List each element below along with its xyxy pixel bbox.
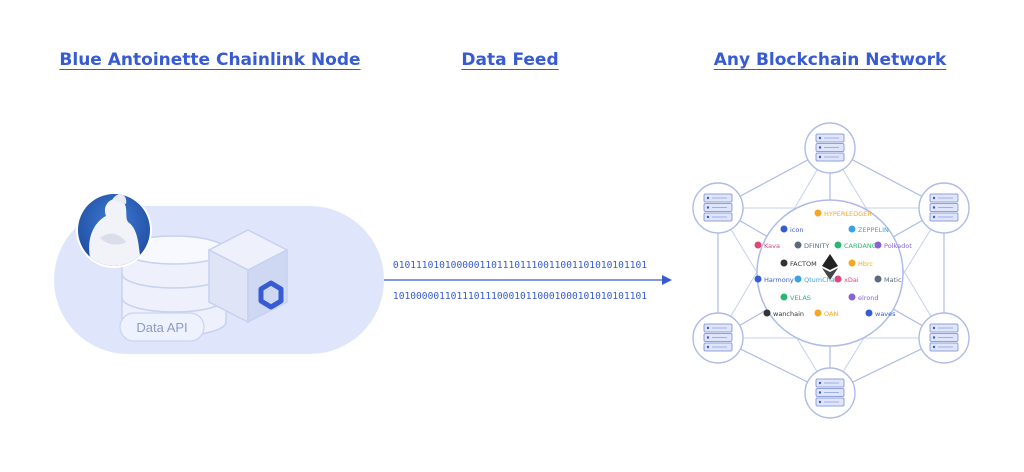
logo-mark-icon: [834, 275, 842, 283]
blockchain-logo-label: elrond: [858, 294, 879, 302]
server-led-icon: [818, 400, 822, 404]
data-api-label: Data API: [119, 312, 205, 342]
blockchain-logo-label: xDai: [844, 276, 859, 284]
logo-mark-icon: [814, 309, 822, 317]
server-node-6: [804, 367, 856, 419]
server-node-5: [918, 312, 970, 364]
blockchain-logo-label: icon: [790, 226, 803, 234]
ethereum-icon: [822, 254, 838, 270]
blockchain-logo-label: DFINITY: [804, 242, 829, 250]
avatar: [76, 192, 152, 268]
blockchain-logo-label: QtumChain: [804, 276, 841, 284]
logo-mark-icon: [848, 259, 856, 267]
logo-mark-icon: [814, 209, 822, 217]
server-led-icon: [932, 215, 936, 219]
server-node-2: [692, 182, 744, 234]
server-node-4: [692, 312, 744, 364]
server-led-icon: [706, 336, 710, 339]
blockchain-logo-label: Polkadot: [884, 242, 912, 250]
blockchain-logo-label: Kava: [764, 242, 780, 250]
blockchain-logo-label: CARDANO: [844, 242, 877, 250]
server-led-icon: [932, 326, 936, 330]
blockchain-logo-label: Harmony: [764, 276, 794, 284]
server-led-icon: [932, 206, 936, 209]
logo-mark-icon: [780, 293, 788, 301]
chainlink-node-heading[interactable]: Blue Antoinette Chainlink Node: [59, 50, 361, 70]
server-led-icon: [818, 146, 822, 149]
blockchain-network-heading[interactable]: Any Blockchain Network: [713, 50, 947, 70]
server-led-icon: [818, 155, 822, 159]
server-led-icon: [706, 326, 710, 330]
chainlink-cube-icon: [207, 229, 289, 324]
feed-arrow-head-icon: [662, 275, 672, 285]
server-led-icon: [932, 345, 936, 349]
blockchain-logo-label: FACTOM: [790, 260, 817, 268]
logo-mark-icon: [780, 259, 788, 267]
data-api-text: Data API: [136, 320, 187, 335]
server-led-icon: [932, 336, 936, 339]
blockchain-logo-label: Hbrc: [858, 260, 874, 268]
server-node-1: [804, 122, 856, 174]
ethereum-icon-lower: [822, 268, 838, 280]
logo-mark-icon: [848, 293, 856, 301]
logo-mark-icon: [874, 241, 882, 249]
blockchain-logo-label: ZEPPELIN: [858, 226, 889, 234]
server-led-icon: [818, 391, 822, 394]
logo-mark-icon: [754, 241, 762, 249]
blockchain-logo-label: OAN: [824, 310, 838, 318]
server-led-icon: [706, 345, 710, 349]
blockchain-logo-label: VELAS: [790, 294, 811, 302]
logo-mark-icon: [874, 275, 882, 283]
server-led-icon: [818, 381, 822, 385]
blockchain-network: HYPERLEDGER icon ZEPPELIN Kava DFINITY CARDAN…: [692, 122, 970, 419]
blockchain-logo-label: waves: [875, 310, 896, 318]
logo-mark-icon: [834, 241, 842, 249]
server-led-icon: [706, 196, 710, 200]
binary-line-2: 1010000011011101110001011000100010101010…: [393, 291, 647, 302]
logo-mark-icon: [794, 275, 802, 283]
server-led-icon: [706, 206, 710, 209]
server-led-icon: [706, 215, 710, 219]
logo-mark-icon: [754, 275, 762, 283]
data-feed-heading[interactable]: Data Feed: [461, 50, 559, 70]
binary-line-1: 0101110101000001101110111001100110101010…: [393, 260, 647, 271]
logo-mark-icon: [848, 225, 856, 233]
chainlink-logo-icon: [258, 280, 284, 310]
logo-mark-icon: [780, 225, 788, 233]
server-node-3: [918, 182, 970, 234]
logo-mark-icon: [794, 241, 802, 249]
server-led-icon: [932, 196, 936, 200]
server-led-icon: [818, 136, 822, 140]
blockchain-logo-label: wanchain: [773, 310, 804, 318]
blockchain-logo-label: Matic: [884, 276, 902, 284]
blockchain-logo-label: HYPERLEDGER: [824, 210, 872, 218]
logo-mark-icon: [865, 309, 873, 317]
logo-mark-icon: [763, 309, 771, 317]
